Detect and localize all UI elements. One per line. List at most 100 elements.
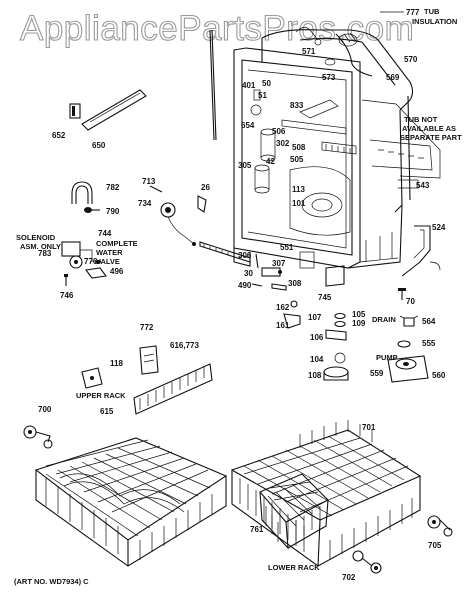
- part-number: 508: [292, 143, 306, 152]
- part-70-screw: [398, 288, 406, 300]
- part-number: 308: [288, 279, 302, 288]
- part-number: 105: [352, 310, 366, 319]
- part-26-bracket: [197, 195, 207, 213]
- part-564-valve: [399, 315, 419, 327]
- caption-complete-valve: COMPLETE: [96, 239, 138, 248]
- part-number: 118: [110, 359, 123, 368]
- part-307-bracket: [261, 267, 282, 277]
- part-745-box: [325, 265, 345, 287]
- part-number: 543: [416, 181, 430, 190]
- caption-tub-not-available: AVAILABLE AS: [402, 124, 456, 133]
- part-number: 307: [272, 259, 286, 268]
- part-number: 776: [84, 257, 98, 266]
- part-number: 490: [238, 281, 252, 290]
- part-number: 161: [276, 321, 290, 330]
- part-number: 109: [352, 319, 366, 328]
- part-number: 30: [244, 269, 253, 278]
- part-number: 783: [38, 249, 52, 258]
- part-308-clamp: [271, 283, 287, 291]
- caption-complete-valve: WATER: [96, 248, 123, 257]
- part-number: 50: [262, 79, 271, 88]
- part-161: [283, 313, 301, 329]
- part-number: 106: [310, 333, 324, 342]
- part-616-773-tine-row: [133, 363, 213, 415]
- part-number: 506: [272, 127, 286, 136]
- part-524-hose: [401, 225, 441, 277]
- part-number: 113: [292, 185, 305, 194]
- part-number: 101: [292, 199, 306, 208]
- part-number: 777: [406, 8, 420, 17]
- caption-tub-not-available: SEPARATE PART: [400, 133, 462, 142]
- part-702-wheel: [352, 550, 382, 574]
- part-number: 162: [276, 303, 290, 312]
- part-551: [299, 251, 315, 269]
- part-number: 306: [238, 251, 252, 260]
- part-162: [290, 300, 298, 308]
- part-number: 569: [386, 73, 400, 82]
- part-number: 701: [362, 423, 376, 432]
- caption-tub-insulation: INSULATION: [412, 17, 457, 26]
- art-number: (ART NO. WD7934) C: [14, 577, 89, 586]
- part-105: [334, 312, 346, 320]
- part-number: 702: [342, 573, 356, 582]
- part-number: 104: [310, 355, 324, 364]
- caption-upper-rack: UPPER RACK: [76, 391, 126, 400]
- part-number: 560: [432, 371, 446, 380]
- part-560-pump: [387, 355, 429, 383]
- part-744-water-valve: [61, 241, 93, 269]
- part-571-hose: [295, 27, 319, 41]
- part-number: 654: [241, 121, 255, 130]
- part-number: 782: [106, 183, 120, 192]
- caption-pump: PUMP: [376, 353, 398, 362]
- part-573-grommet: [324, 58, 336, 66]
- part-number: 302: [276, 139, 290, 148]
- watermark: AppliancePartsPros.com: [20, 9, 414, 48]
- part-number: 745: [318, 293, 332, 302]
- lower-rack: [230, 420, 422, 567]
- part-26-rod: [209, 29, 215, 141]
- part-number: 496: [110, 267, 124, 276]
- caption-solenoid: SOLENOID: [16, 233, 56, 242]
- part-790-screw: [84, 207, 100, 213]
- caption-tub-insulation: TUB: [424, 7, 440, 16]
- part-543-bracket: [398, 179, 419, 189]
- part-number-labels: 777 571 573 570 569 50 51 401 833 652 65…: [38, 8, 446, 582]
- part-number: 705: [428, 541, 442, 550]
- part-496-bracket: [85, 267, 107, 279]
- caption-lower-rack: LOWER RACK: [268, 563, 320, 572]
- part-number: 107: [308, 313, 322, 322]
- caption-tub-not-available: TUB NOT: [404, 115, 438, 124]
- part-734-switch: [160, 202, 196, 246]
- part-number: 551: [280, 243, 294, 252]
- part-650-gasket: [81, 89, 147, 131]
- caption-complete-valve: VALVE: [96, 257, 120, 266]
- part-number: 616,773: [170, 341, 199, 350]
- part-number: 573: [322, 73, 336, 82]
- part-number: 559: [370, 369, 384, 378]
- part-652-clip: [69, 103, 81, 119]
- caption-drain: DRAIN: [372, 315, 396, 324]
- part-106: [325, 329, 347, 341]
- part-713-screw: [149, 185, 163, 193]
- part-number: 790: [106, 207, 120, 216]
- part-654: [250, 104, 262, 116]
- part-number: 700: [38, 405, 52, 414]
- part-number: 761: [250, 525, 264, 534]
- part-401: [253, 89, 261, 101]
- part-number: 555: [422, 339, 436, 348]
- part-number: 305: [238, 161, 252, 170]
- part-776-clamp: [95, 260, 101, 264]
- part-118-bracket: [139, 345, 159, 375]
- part-number: 51: [258, 91, 267, 100]
- part-number: 108: [308, 371, 322, 380]
- part-number: 650: [92, 141, 106, 150]
- part-number: 734: [138, 199, 152, 208]
- part-700-roller: [23, 425, 53, 449]
- part-705-wheel: [427, 515, 453, 537]
- upper-rack: [34, 437, 228, 567]
- part-782-hose: [71, 181, 93, 204]
- part-number: 26: [201, 183, 210, 192]
- part-number: 42: [266, 157, 275, 166]
- part-number: 524: [432, 223, 446, 232]
